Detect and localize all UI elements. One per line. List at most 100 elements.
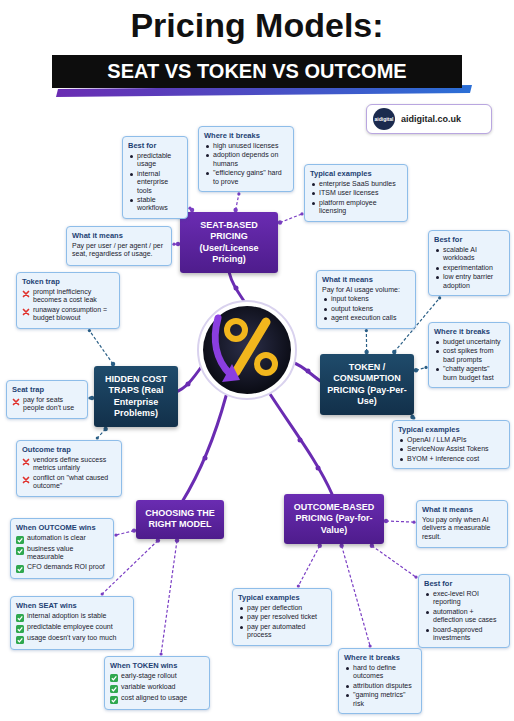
box-text: Pay for AI usage volume: bbox=[322, 286, 410, 294]
bullet-row: conflict on "what caused outcome" bbox=[22, 474, 116, 491]
bullet-text: attribution disputes bbox=[353, 682, 416, 690]
cross-mark bbox=[24, 477, 29, 482]
dashed-connector bbox=[364, 329, 368, 354]
box-heading: When SEAT wins bbox=[16, 601, 128, 610]
bullet-row: budget uncertainty bbox=[434, 338, 504, 346]
box-heading: Outcome trap bbox=[22, 445, 116, 454]
bullet-row: pay per resolved ticket bbox=[238, 613, 326, 621]
bullet-text: automation + deflection use cases bbox=[433, 608, 504, 625]
bullet-dot bbox=[400, 458, 403, 461]
connector-line bbox=[236, 194, 239, 210]
bullet-row: enterprise SaaS bundles bbox=[310, 180, 402, 188]
bullet-text: agent execution calls bbox=[331, 314, 410, 322]
bullet-text: scalable AI workloads bbox=[443, 246, 504, 263]
cross-icon bbox=[22, 290, 30, 298]
box-heading: Best for bbox=[424, 579, 504, 588]
cross-mark bbox=[24, 292, 29, 297]
box-heading: Typical examples bbox=[238, 593, 326, 602]
hub-curves bbox=[176, 272, 332, 502]
bullet-dot bbox=[206, 172, 209, 175]
check-icon bbox=[16, 565, 24, 573]
bullet-row: pay per deflection bbox=[238, 604, 326, 612]
bullet-dot bbox=[400, 439, 403, 442]
bullet-dot bbox=[346, 685, 349, 688]
hub-label: HIDDEN COST TRAPS (Real Enterprise Probl… bbox=[99, 374, 173, 419]
bullet-dot bbox=[426, 611, 429, 614]
bullet-text: CFO demands ROI proof bbox=[27, 563, 108, 571]
bullet-dot bbox=[130, 199, 133, 202]
check-square bbox=[110, 674, 118, 682]
bullet-dot bbox=[400, 448, 403, 451]
bullet-row: predictable usage bbox=[128, 152, 182, 169]
bullet-row: pay for seats people don't use bbox=[12, 396, 82, 413]
dashed-connector bbox=[384, 519, 416, 524]
info-box: When SEAT wins internal adoption is stabl… bbox=[10, 596, 134, 650]
check-icon bbox=[110, 685, 118, 693]
connector-dot bbox=[103, 427, 107, 431]
hub-box: TOKEN / CONSUMPTION PRICING (Pay-Per-Use… bbox=[320, 354, 414, 415]
box-heading: Seat trap bbox=[12, 385, 82, 394]
bullet-text: cost spikes from bad prompts bbox=[443, 347, 504, 364]
bullet-text: internal adoption is stable bbox=[27, 612, 128, 620]
bullet-text: cost aligned to usage bbox=[121, 694, 204, 702]
connector-dot bbox=[278, 220, 282, 224]
bullet-dot bbox=[426, 593, 429, 596]
bullet-row: internal enterprise tools bbox=[128, 170, 182, 195]
box-heading: What it means bbox=[72, 231, 166, 240]
bullet-dot bbox=[346, 667, 349, 670]
bullet-text: OpenAI / LLM APIs bbox=[407, 436, 504, 444]
bullet-row: vendors define success metrics unfairly bbox=[22, 456, 116, 473]
bullet-row: prompt inefficiency becomes a cost leak bbox=[22, 288, 114, 305]
bullet-text: business value measurable bbox=[27, 545, 108, 562]
check-square bbox=[110, 696, 118, 704]
check-square bbox=[16, 636, 24, 644]
check-square bbox=[16, 547, 24, 555]
check-mark bbox=[18, 638, 23, 642]
connector-line bbox=[366, 331, 367, 352]
bullet-text: budget uncertainty bbox=[443, 338, 504, 346]
bullet-text: internal enterprise tools bbox=[137, 170, 182, 195]
bullet-text: "gaming metrics" risk bbox=[353, 691, 416, 708]
bullet-text: predictable usage bbox=[137, 152, 182, 169]
check-mark bbox=[18, 567, 23, 571]
bullet-text: pay per deflection bbox=[247, 604, 326, 612]
info-box: Where it breakshigh unused licensesadopt… bbox=[198, 126, 294, 192]
bullet-row: automation + deflection use cases bbox=[424, 608, 504, 625]
logo-circle: aidigital bbox=[373, 108, 395, 130]
bullet-dot bbox=[426, 629, 429, 632]
info-box: Where it breakshard to define outcomesat… bbox=[338, 648, 422, 714]
logo-text: aidigital bbox=[375, 116, 394, 122]
illustration-ring bbox=[198, 301, 296, 399]
bullet-text: automation is clear bbox=[27, 534, 108, 542]
bullet-dot bbox=[130, 155, 133, 158]
bullet-row: exec-level ROI reporting bbox=[424, 590, 504, 607]
check-icon bbox=[16, 636, 24, 644]
check-icon bbox=[16, 536, 24, 544]
bullet-text: vendors define success metrics unfairly bbox=[33, 456, 116, 473]
dashed-connector bbox=[159, 538, 179, 655]
check-icon bbox=[110, 674, 118, 682]
bullet-dot bbox=[130, 173, 133, 176]
bullet-row: agent execution calls bbox=[322, 314, 410, 322]
dashed-connector bbox=[297, 544, 322, 588]
bullet-text: enterprise SaaS bundles bbox=[319, 180, 402, 188]
bullet-text: usage doesn't vary too much bbox=[27, 634, 128, 642]
cross-mark bbox=[24, 460, 29, 465]
check-icon bbox=[16, 625, 24, 633]
bullet-dot bbox=[324, 317, 327, 320]
info-box: Seat trap pay for seats people don't use bbox=[6, 380, 88, 419]
info-box: Outcome trap vendors define success metri… bbox=[16, 440, 122, 497]
bullet-row: attribution disputes bbox=[344, 682, 416, 690]
connector-line bbox=[116, 531, 134, 535]
bullet-text: board-approved investments bbox=[433, 626, 504, 643]
bullet-dot bbox=[312, 202, 315, 205]
bullet-row: low entry barrier adoption bbox=[434, 273, 504, 290]
dashed-connector bbox=[88, 329, 115, 366]
connector-end-dot bbox=[438, 296, 441, 299]
box-heading: What it means bbox=[422, 505, 502, 514]
bullet-row: usage doesn't vary too much bbox=[16, 634, 128, 644]
bullet-text: exec-level ROI reporting bbox=[433, 590, 504, 607]
check-icon bbox=[16, 547, 24, 555]
banner-text: SEAT VS TOKEN VS OUTCOME bbox=[107, 60, 406, 83]
